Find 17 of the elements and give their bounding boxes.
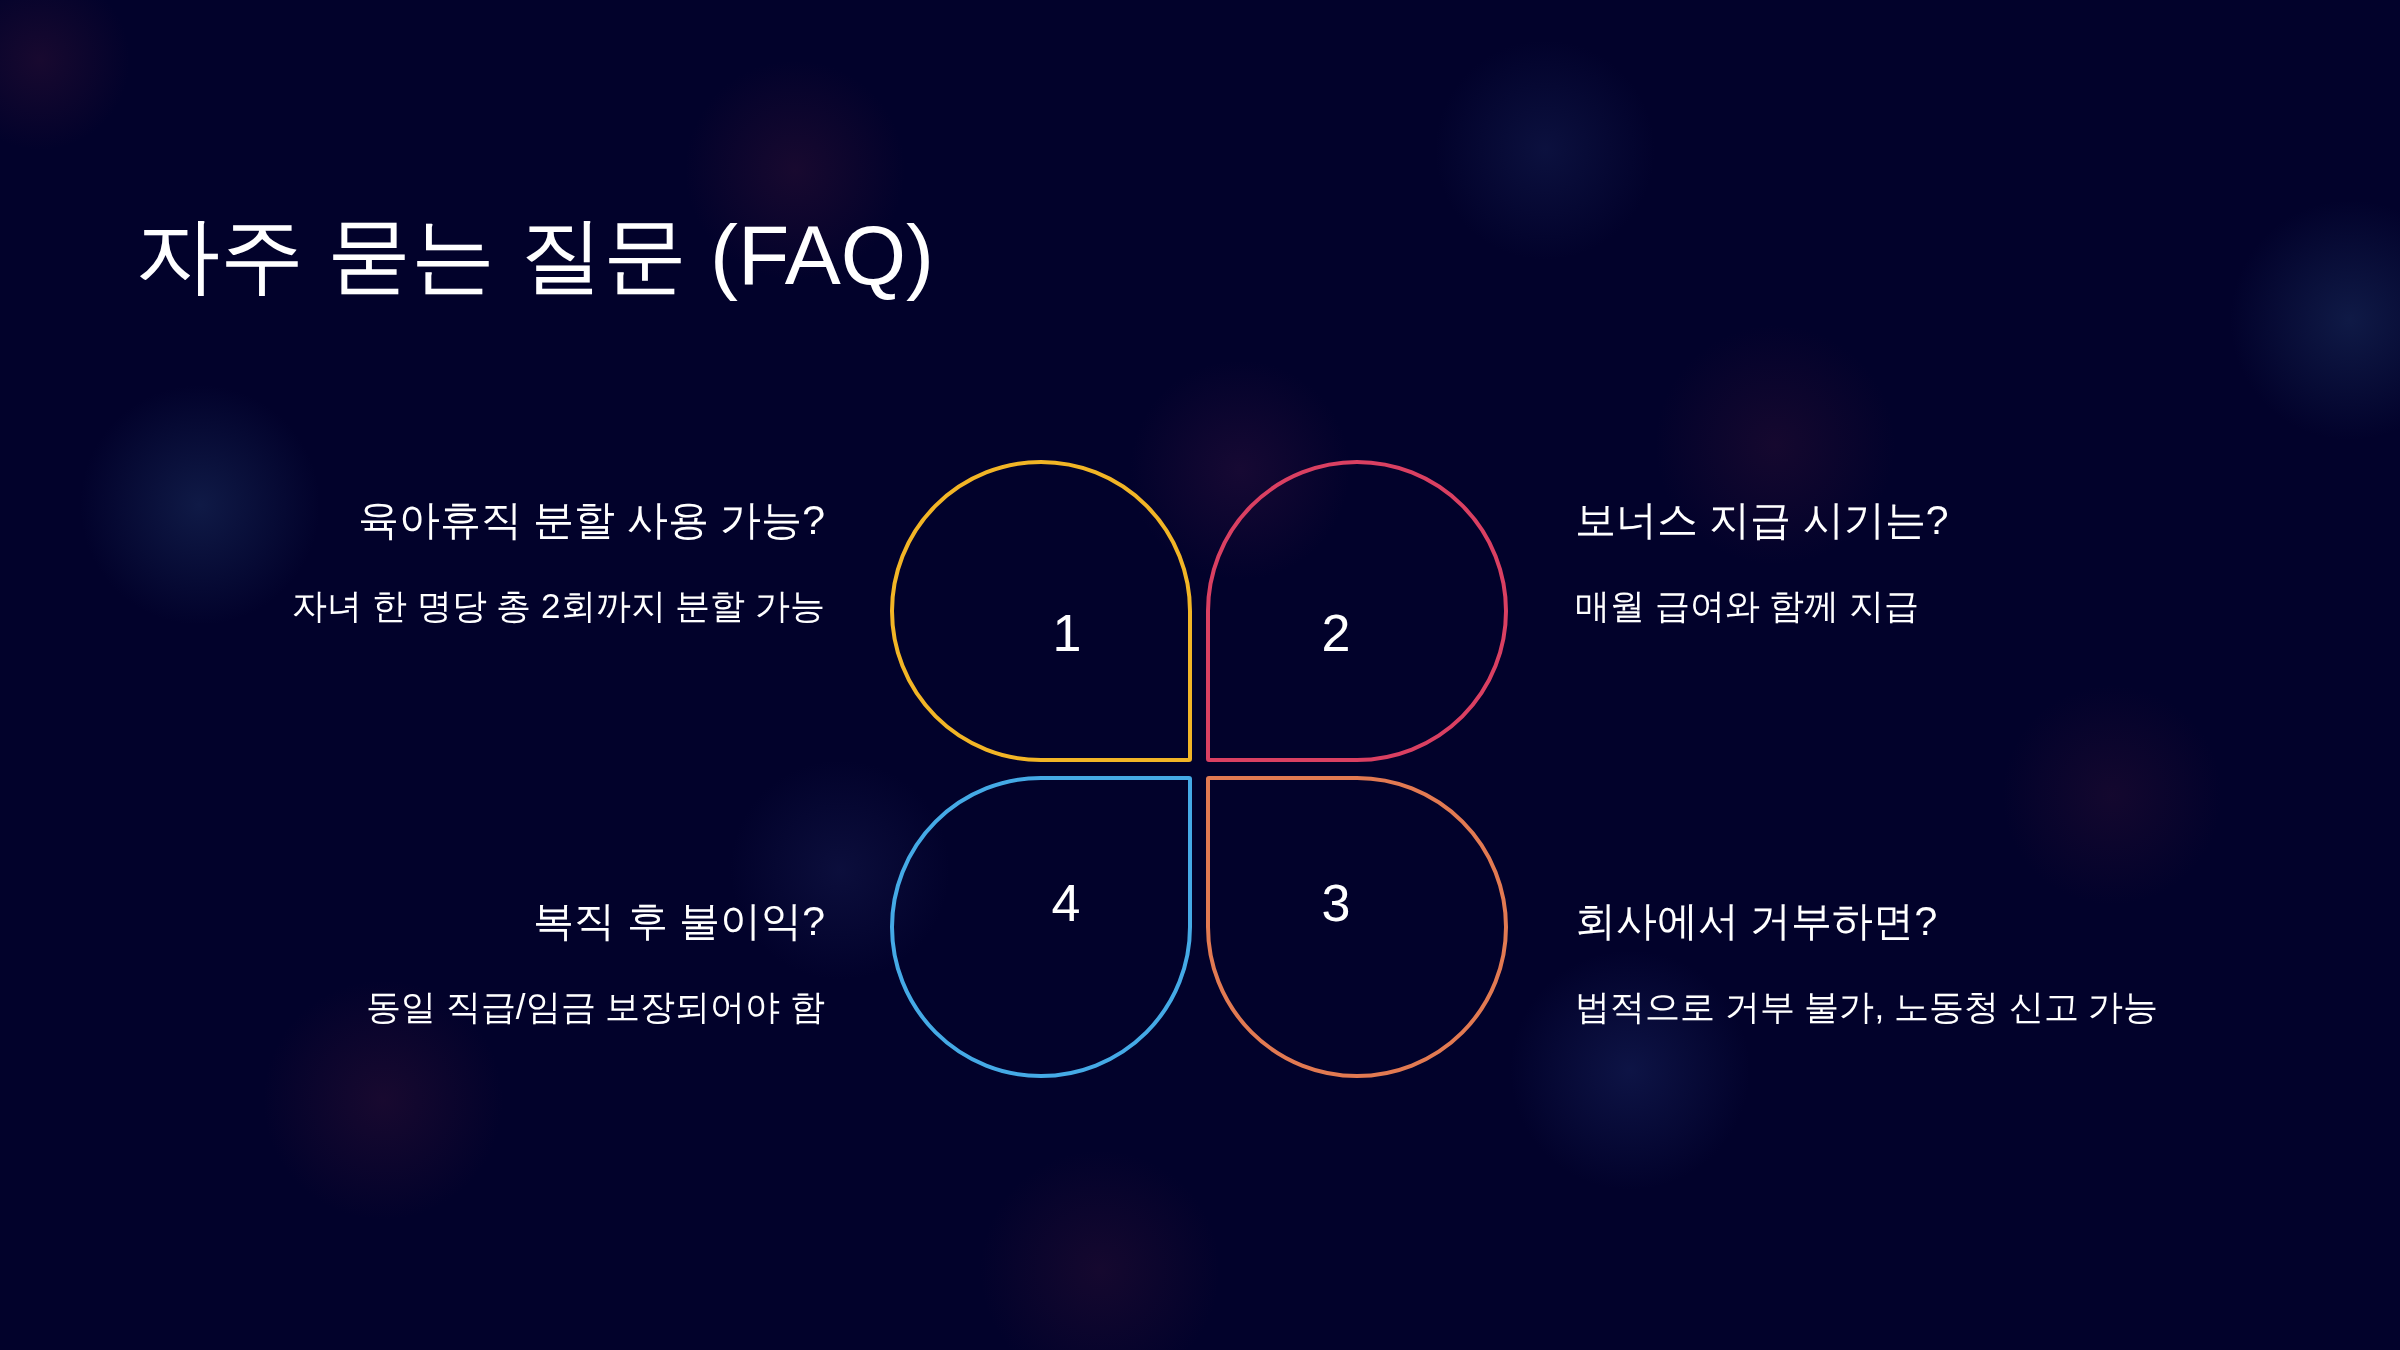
title: 자주 묻는 질문 (FAQ): [136, 207, 934, 304]
question-text: 회사에서 거부하면?: [1575, 897, 1938, 946]
answer-text: 동일 직급/임금 보장되어야 함: [366, 986, 825, 1028]
question-text: 복직 후 불이익?: [533, 897, 825, 946]
petal-shape: [1206, 460, 1508, 762]
petal-number: 1: [1052, 602, 1082, 664]
petal-shape: [890, 776, 1192, 1078]
petal-shape: [890, 460, 1192, 762]
petal-number: 2: [1321, 602, 1351, 664]
petal-number: 3: [1321, 872, 1351, 934]
question-text: 보너스 지급 시기는?: [1575, 496, 1949, 545]
question-text: 육아휴직 분할 사용 가능?: [358, 496, 825, 545]
petal-shape: [1206, 776, 1508, 1078]
answer-text: 매월 급여와 함께 지급: [1575, 585, 1920, 627]
answer-text: 자녀 한 명당 총 2회까지 분할 가능: [292, 585, 825, 627]
answer-text: 법적으로 거부 불가, 노동청 신고 가능: [1575, 986, 2159, 1028]
petal-number: 4: [1051, 872, 1081, 934]
